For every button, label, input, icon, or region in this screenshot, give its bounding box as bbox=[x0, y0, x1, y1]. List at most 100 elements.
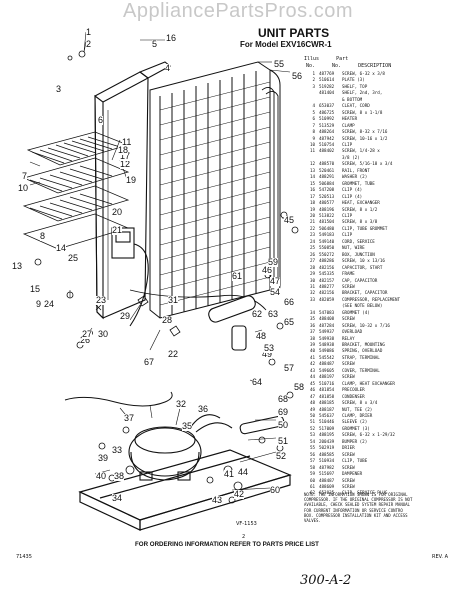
illus-number: 7 bbox=[312, 122, 315, 128]
part-description: BRACKET, MOUNTING bbox=[342, 342, 385, 348]
illus-number: 44 bbox=[309, 374, 315, 380]
part-description: CAPACITOR, START bbox=[342, 264, 383, 270]
part-number: 488185 bbox=[319, 400, 335, 406]
callout-number: 54 bbox=[270, 287, 281, 297]
part-number: 480577 bbox=[319, 200, 335, 206]
illus-number: 57 bbox=[309, 458, 315, 464]
part-description: SCREW, 8 x 3/8 bbox=[342, 219, 378, 225]
callout-number: 45 bbox=[284, 215, 295, 225]
part-description: CLIP, TUBE bbox=[342, 458, 368, 464]
part-description: DAMPENER bbox=[342, 471, 363, 477]
illus-number: 20 bbox=[309, 212, 315, 218]
illus-number: 45 bbox=[309, 380, 315, 386]
illus-number: 15 bbox=[309, 180, 315, 186]
part-number: 481504 bbox=[319, 219, 335, 225]
illus-number: 4 bbox=[312, 103, 315, 109]
callout-number: 9 bbox=[36, 299, 42, 309]
illus-number: 48 bbox=[309, 400, 315, 406]
callout-number: 15 bbox=[30, 284, 41, 294]
callout-number: 33 bbox=[112, 445, 123, 455]
part-number: 520513 bbox=[319, 193, 335, 199]
part-number: 510992 bbox=[319, 116, 335, 122]
part-description: PLATE (3) bbox=[342, 77, 365, 83]
illus-number: 23 bbox=[309, 232, 315, 238]
part-description: DRIER bbox=[342, 445, 355, 451]
part-description: SHELF, 2nd, 3rd, bbox=[342, 90, 383, 96]
callout-number: 67 bbox=[144, 357, 155, 367]
part-number: 488197 bbox=[319, 374, 335, 380]
model-subtitle: For Model EXV16CWR-1 bbox=[240, 40, 332, 49]
part-number: 486725 bbox=[319, 109, 335, 115]
callout-number: 35 bbox=[182, 421, 193, 431]
junction-box bbox=[111, 227, 149, 327]
callout-number: 65 bbox=[284, 317, 295, 327]
callout-number: 22 bbox=[168, 349, 179, 359]
callout-number: 53 bbox=[264, 343, 275, 353]
illus-number: 11 bbox=[309, 148, 315, 154]
part-description: CLIP (4) bbox=[342, 187, 363, 193]
illus-number: 24 bbox=[309, 238, 315, 244]
callout-number: 1 bbox=[86, 27, 92, 37]
part-number: 506884 bbox=[319, 180, 335, 186]
illus-number: 62 bbox=[309, 490, 315, 496]
watermark: AppliancePartsPros.com bbox=[123, 0, 353, 22]
note-line: BOX. COMPRESSOR INSTALLATION KIT AND ACC… bbox=[304, 512, 408, 518]
note-line: COMPRESSOR. IF THE ORIGINAL COMPRESSOR I… bbox=[304, 497, 413, 503]
part-number: 653035 bbox=[319, 490, 335, 496]
table-header-row-2: No. No. DESCRIPTION bbox=[304, 63, 391, 69]
part-number: 550850 bbox=[319, 245, 335, 251]
part-number: 488187 bbox=[319, 406, 335, 412]
illus-number: 55 bbox=[309, 445, 315, 451]
part-number: 510446 bbox=[319, 419, 335, 425]
part-number: 487769 bbox=[319, 71, 335, 76]
illus-number: 30 bbox=[309, 277, 315, 283]
part-description: SCREW, 6-32 x 3/8 bbox=[342, 71, 385, 76]
callout-number: 64 bbox=[252, 377, 263, 387]
callout-number: 20 bbox=[112, 207, 123, 217]
part-number: 488277 bbox=[319, 283, 335, 289]
part-description: SCREW bbox=[342, 316, 355, 322]
part-description: GROMMET (4) bbox=[342, 309, 370, 315]
callout-number: 16 bbox=[166, 33, 177, 43]
part-description: COVER, TERMINAL bbox=[342, 367, 380, 373]
part-number: 549086 bbox=[319, 348, 335, 354]
callout-number: 3 bbox=[56, 84, 62, 94]
part-number: 481854 bbox=[319, 387, 335, 393]
part-number: 510614 bbox=[319, 77, 335, 83]
part-description: OVERLOAD bbox=[342, 329, 363, 335]
part-number: 549183 bbox=[319, 232, 335, 238]
cabinet-back-panel bbox=[94, 61, 171, 320]
illus-number: 26 bbox=[309, 251, 315, 257]
callout-number: 4 bbox=[165, 63, 171, 73]
illus-number: 36 bbox=[309, 322, 315, 328]
document-code: 71435 bbox=[16, 554, 32, 560]
illus-number: 13 bbox=[309, 167, 315, 173]
illus-number: 19 bbox=[309, 206, 315, 212]
callout-number: 34 bbox=[112, 493, 123, 503]
illus-number: 16 bbox=[309, 187, 315, 193]
callout-number: 41 bbox=[224, 469, 235, 479]
callout-number: 14 bbox=[56, 243, 67, 253]
illus-number: 29 bbox=[309, 271, 315, 277]
part-description: (SEE NOTE BELOW) bbox=[342, 303, 383, 309]
callout-number: 21 bbox=[112, 225, 123, 235]
part-description: SCREW bbox=[342, 484, 355, 489]
callout-number: 2 bbox=[86, 39, 92, 49]
callout-number: 18 bbox=[118, 145, 129, 155]
